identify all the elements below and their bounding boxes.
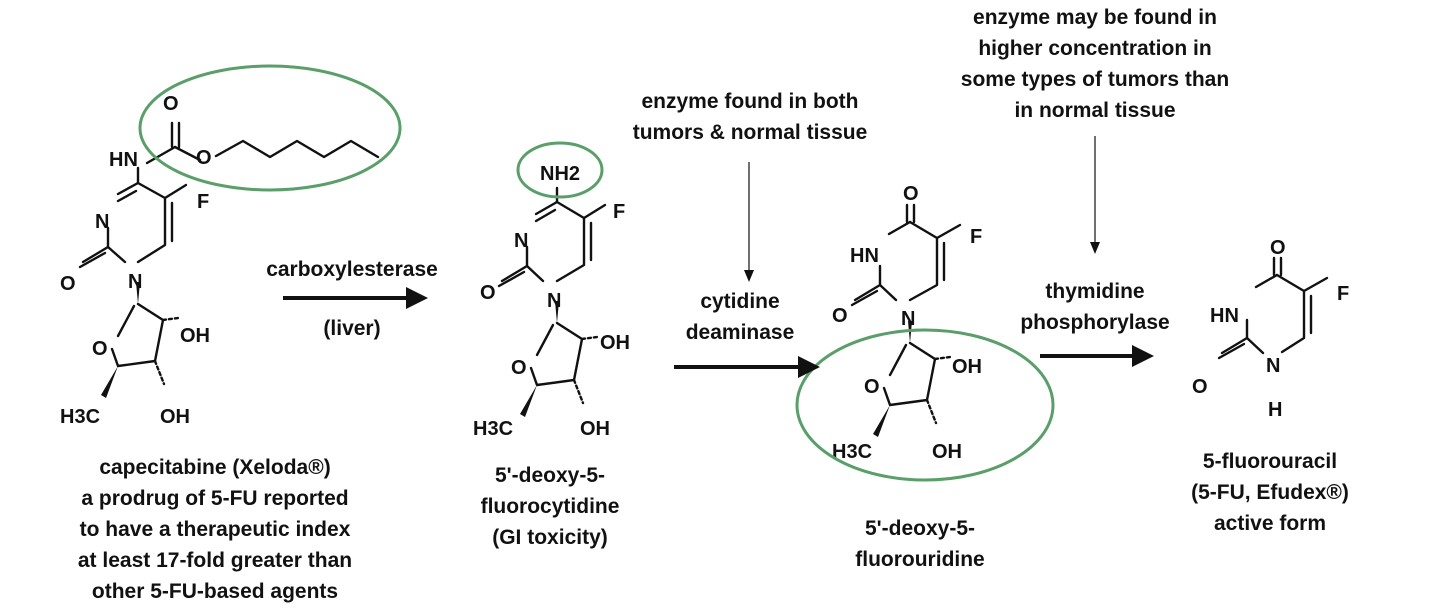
atom-o: O	[60, 273, 76, 295]
atom-n: N	[95, 211, 109, 233]
atom-o: O	[1192, 376, 1208, 398]
caption-line: 5'-deoxy-5-	[864, 517, 976, 540]
note-line: enzyme may be found in	[973, 6, 1217, 29]
atom-h3c: H3C	[473, 418, 513, 440]
atom-hn: HN	[1210, 305, 1239, 327]
atom-n: N	[1266, 355, 1280, 377]
caption-line: active form	[1213, 512, 1327, 535]
atom-oh: OH	[160, 406, 190, 428]
caption-fluorocytidine: 5'-deoxy-5- fluorocytidine (GI toxicity)	[440, 460, 660, 553]
note-line: some types of tumors than	[960, 68, 1230, 91]
atom-oh: OH	[580, 418, 610, 440]
atom-h: H	[1268, 399, 1282, 421]
enzyme-label-carboxylesterase: carboxylesterase	[232, 254, 472, 285]
atom-o: O	[196, 147, 212, 169]
atom-h3c: H3C	[60, 406, 100, 428]
atom-o: O	[832, 305, 848, 327]
atom-o: O	[480, 282, 496, 304]
fluorouracil-structure: O F HN O N H	[1192, 237, 1349, 421]
caption-line: (GI toxicity)	[492, 526, 608, 549]
note-line: enzyme found in both	[641, 90, 859, 113]
enzyme-label-thymidine-phosphorylase: thymidine phosphorylase	[990, 276, 1200, 338]
enzyme-name-line: thymidine	[1045, 280, 1145, 303]
atom-n: N	[514, 230, 528, 252]
enzyme-name: carboxylesterase	[266, 258, 438, 281]
location-label-liver: (liver)	[292, 313, 412, 344]
atom-n: N	[547, 290, 561, 312]
caption-line: capecitabine (Xeloda®)	[99, 456, 331, 479]
caption-line: fluorouridine	[855, 548, 985, 571]
atom-nh2: NH2	[540, 163, 580, 185]
atom-f: F	[613, 201, 625, 223]
atom-oh: OH	[932, 441, 962, 463]
atom-hn: HN	[850, 245, 879, 267]
enzyme-label-cytidine-deaminase: cytidine deaminase	[660, 286, 820, 348]
note-pointer-1	[744, 162, 754, 282]
atom-o: O	[92, 338, 108, 360]
fluorouridine-structure: O F HN O N O OH OH H3C	[795, 183, 1055, 482]
atom-o: O	[511, 357, 527, 379]
reaction-arrow-1	[283, 287, 428, 309]
caption-line: 5-fluorouracil	[1202, 450, 1338, 473]
atom-oh: OH	[600, 332, 630, 354]
atom-oh: OH	[952, 356, 982, 378]
atom-f: F	[1337, 283, 1349, 305]
caption-line: other 5-FU-based agents	[91, 580, 339, 603]
note-line: higher concentration in	[978, 37, 1212, 60]
caption-line: fluorocytidine	[480, 495, 620, 518]
caption-fluorouridine: 5'-deoxy-5- fluorouridine	[810, 513, 1030, 575]
highlight-sugar-group	[795, 328, 1055, 482]
caption-capecitabine: capecitabine (Xeloda®) a prodrug of 5-FU…	[20, 452, 410, 607]
note-line: tumors & normal tissue	[632, 121, 868, 144]
atom-f: F	[970, 226, 982, 248]
enzyme-name-line: phosphorylase	[1020, 311, 1170, 334]
fluorocytidine-structure: NH2 F N O N O OH OH H3C	[473, 141, 630, 440]
capecitabine-structure: O O HN F N O N O OH OH H3C	[60, 64, 402, 428]
caption-line: to have a therapeutic index	[79, 518, 351, 541]
note-pointer-2	[1090, 136, 1100, 254]
atom-o: O	[864, 376, 880, 398]
note-line: in normal tissue	[1014, 99, 1176, 122]
caption-fluorouracil: 5-fluorouracil (5-FU, Efudex®) active fo…	[1160, 446, 1380, 539]
enzyme-name-line: cytidine	[700, 290, 780, 313]
enzyme-name-line: deaminase	[685, 321, 795, 344]
atom-o: O	[1270, 237, 1286, 259]
note-thymidine-phosphorylase: enzyme may be found in higher concentrat…	[910, 2, 1280, 126]
atom-o: O	[903, 183, 919, 205]
note-cytidine-deaminase: enzyme found in both tumors & normal tis…	[590, 86, 910, 148]
atom-f: F	[197, 191, 209, 213]
atom-n: N	[901, 308, 915, 330]
enzyme-location: (liver)	[323, 317, 381, 340]
caption-line: (5-FU, Efudex®)	[1191, 481, 1349, 504]
highlight-amine-group	[516, 141, 604, 199]
highlight-ester-group	[138, 64, 402, 192]
atom-n: N	[128, 271, 142, 293]
atom-oh: OH	[180, 325, 210, 347]
caption-line: 5'-deoxy-5-	[494, 464, 606, 487]
reaction-arrow-2	[674, 356, 820, 378]
atom-hn: HN	[109, 149, 138, 171]
caption-line: at least 17-fold greater than	[77, 549, 353, 572]
caption-line: a prodrug of 5-FU reported	[81, 487, 349, 510]
atom-h3c: H3C	[832, 441, 872, 463]
atom-o: O	[163, 93, 179, 115]
reaction-arrow-3	[1040, 345, 1154, 367]
